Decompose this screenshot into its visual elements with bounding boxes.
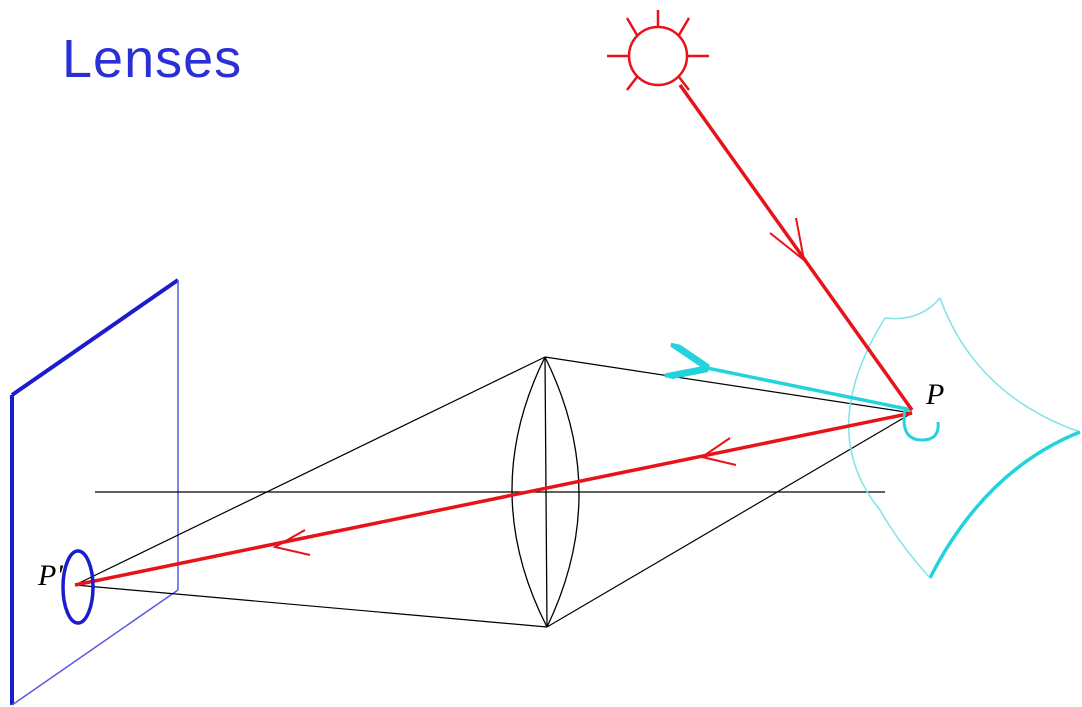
slide-title: Lenses — [62, 29, 243, 89]
sun-icon — [607, 10, 709, 91]
image-point-marker — [61, 549, 95, 625]
reflected-direction-arrow — [702, 367, 913, 412]
incident-ray — [678, 83, 914, 412]
image-plane — [10, 278, 180, 706]
point-p-marker — [902, 409, 940, 442]
refracted-ray — [74, 411, 913, 587]
lens — [511, 356, 580, 628]
label-p: P — [925, 378, 944, 411]
object-surface — [847, 297, 1081, 579]
label-p-prime: P' — [37, 559, 63, 592]
